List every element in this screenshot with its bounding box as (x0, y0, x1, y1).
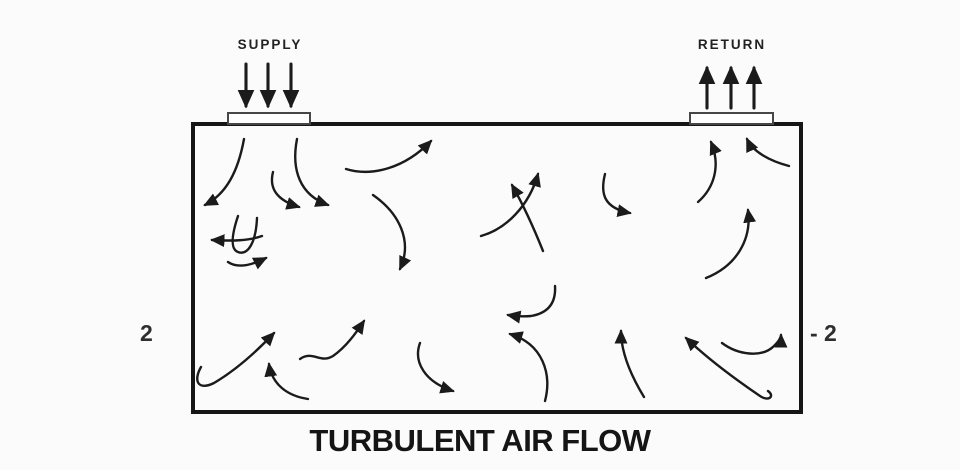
section-marker-left: 2 (140, 320, 153, 346)
flow-squiggle-u (231, 214, 259, 254)
supply-diffuser (227, 112, 311, 125)
flow-bottom-wave (298, 319, 366, 361)
flow-cross-b (510, 183, 545, 253)
flow-bottom-left-hook (196, 331, 276, 388)
flow-cross-a (479, 172, 541, 238)
supply-label: SUPPLY (237, 37, 303, 52)
flow-bottom-right-sweep (684, 336, 773, 400)
return-grille (689, 112, 774, 125)
flow-top-arc (344, 139, 433, 173)
return-label: RETURN (697, 37, 767, 52)
flow-right-tall (704, 208, 757, 280)
flow-bottom-mid-up (508, 331, 549, 403)
flow-bottom-right-j (720, 333, 788, 355)
flow-mid-s-down (371, 193, 412, 271)
diagram-title: TURBULENT AIR FLOW (309, 423, 651, 458)
flow-supply-fork-right (294, 137, 330, 207)
section-marker-right: - 2 (810, 320, 837, 346)
duct-box (191, 122, 803, 414)
flow-bottom-mid-down (416, 341, 455, 394)
flow-bottom-j-hook (506, 284, 557, 324)
flow-small-j (601, 172, 632, 217)
flow-return-wiggle-up (696, 140, 722, 204)
flow-supply-fork-left (203, 137, 246, 207)
flow-squiggle-left (210, 234, 264, 248)
flow-return-left-curve (745, 137, 791, 168)
flow-bottom-left-up (264, 362, 310, 401)
flow-supply-fork-mid (270, 170, 301, 210)
flow-bottom-right-rise (614, 329, 646, 399)
flow-squiggle-right (226, 256, 268, 270)
